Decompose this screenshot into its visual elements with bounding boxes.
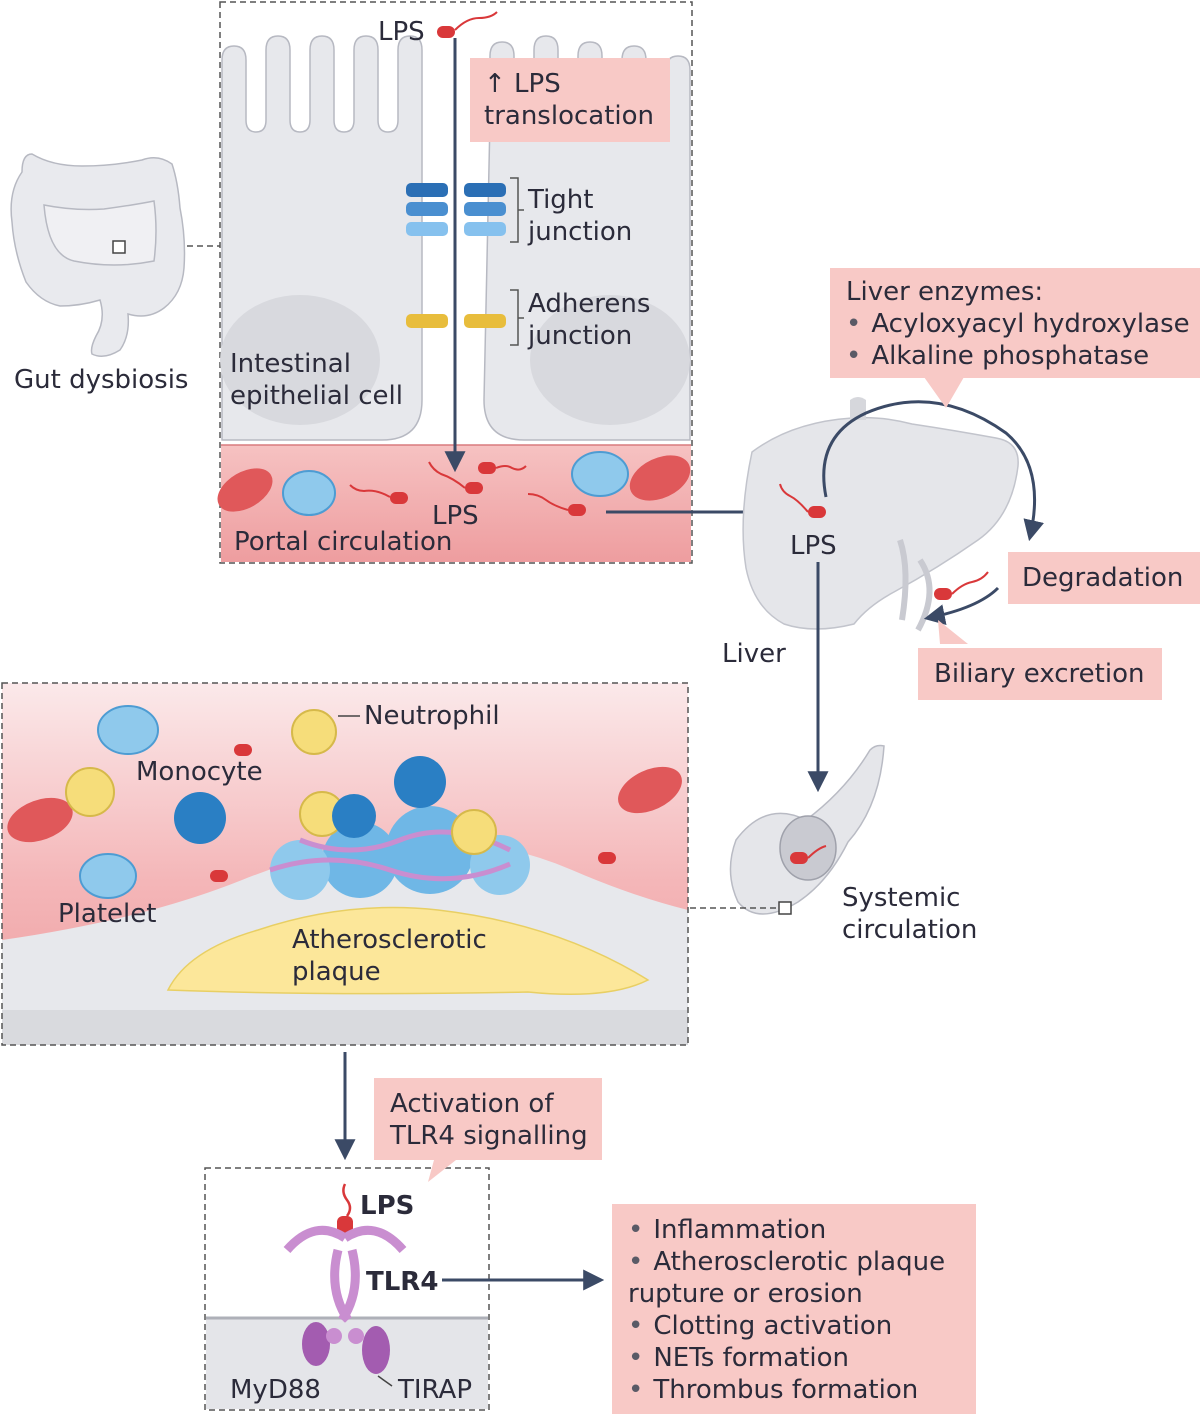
liver-enzyme-item: Acyloxyacyl hydroxylase bbox=[846, 308, 1200, 340]
tirap-protein bbox=[362, 1326, 390, 1374]
systemic-circulation-label: Systemic circulation bbox=[842, 883, 978, 945]
outcome-item: Clotting activation bbox=[628, 1310, 976, 1342]
nucleus-left bbox=[220, 295, 380, 425]
lps-molecule bbox=[390, 26, 586, 516]
biliary-excretion-text: Biliary excretion bbox=[934, 659, 1145, 689]
systemic-vessel bbox=[690, 744, 885, 915]
degradation-callout: Degradation bbox=[1008, 552, 1200, 604]
gut-dysbiosis-label: Gut dysbiosis bbox=[14, 365, 189, 395]
gut-panel bbox=[127, 1, 793, 564]
biliary-excretion-callout: Biliary excretion bbox=[918, 648, 1162, 700]
liver-processing-arrow bbox=[822, 400, 1044, 542]
outcome-item: Atherosclerotic plaque rupture or erosio… bbox=[628, 1246, 976, 1310]
lps-portal-label: LPS bbox=[432, 501, 479, 531]
plaque-label: Atherosclerotic plaque bbox=[292, 925, 487, 987]
adherens-junction-proteins bbox=[406, 314, 506, 328]
degradation-text: Degradation bbox=[1022, 563, 1184, 593]
tight-junction-label: Tight junction bbox=[528, 185, 633, 247]
liver-enzyme-item: Alkaline phosphatase bbox=[846, 340, 1200, 372]
lps-translocation-text: ↑ LPS translocation bbox=[484, 69, 655, 131]
myd88-label: MyD88 bbox=[230, 1375, 321, 1405]
platelet-label: Platelet bbox=[58, 899, 157, 929]
outcome-item: Thrombus formation bbox=[628, 1374, 976, 1406]
outcome-item: Inflammation bbox=[628, 1214, 976, 1246]
nucleus-right bbox=[530, 295, 690, 425]
vessel-panel bbox=[1, 682, 689, 1046]
tlr4-receptor bbox=[283, 1225, 407, 1323]
biliary-excretion-arrow bbox=[923, 586, 1000, 625]
neutrophil-label: Neutrophil bbox=[364, 701, 500, 731]
adherens-junction-label: Adherens junction bbox=[528, 289, 651, 351]
lps-liver-label: LPS bbox=[790, 531, 837, 561]
tirap-label: TIRAP bbox=[398, 1375, 473, 1405]
liver-enzymes-callout: Liver enzymes: Acyloxyacyl hydroxylase A… bbox=[830, 268, 1200, 378]
outcome-item: NETs formation bbox=[628, 1342, 976, 1374]
liver-label: Liver bbox=[722, 639, 786, 669]
myd88-protein bbox=[302, 1322, 330, 1366]
lps-label-top: LPS bbox=[378, 17, 425, 47]
lps-translocation-callout: ↑ LPS translocation bbox=[470, 58, 670, 142]
tight-junction-proteins bbox=[406, 183, 506, 236]
liver-illustration bbox=[742, 377, 1044, 793]
liver-enzymes-title: Liver enzymes: bbox=[846, 277, 1044, 307]
outcomes-callout: Inflammation Atherosclerotic plaque rupt… bbox=[612, 1204, 976, 1414]
tlr4-activation-callout: Activation of TLR4 signalling bbox=[374, 1078, 602, 1160]
tlr4-activation-text: Activation of TLR4 signalling bbox=[390, 1089, 588, 1151]
monocyte-label: Monocyte bbox=[136, 757, 263, 787]
tlr4-panel bbox=[204, 1160, 490, 1411]
colon-illustration bbox=[10, 153, 186, 357]
lps-tlr-label: LPS bbox=[360, 1191, 415, 1221]
tlr4-label: TLR4 bbox=[366, 1267, 439, 1297]
portal-circulation-label: Portal circulation bbox=[234, 527, 453, 557]
epithelial-cell-label: Intestinal epithelial cell bbox=[230, 349, 403, 411]
